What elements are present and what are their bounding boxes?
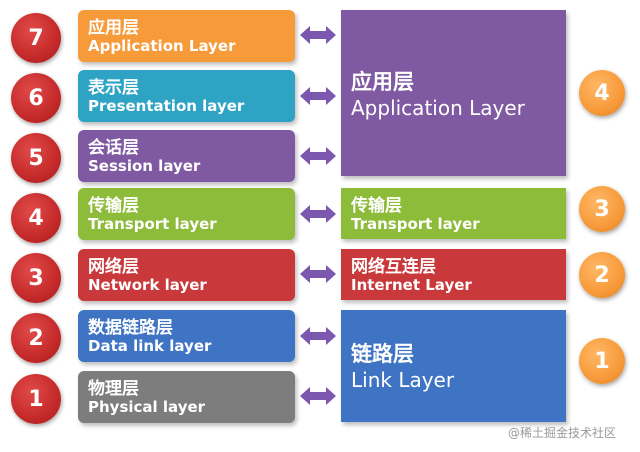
osi-layer-session: 会话层 Session layer: [78, 130, 295, 182]
layer-name-zh: 数据链路层: [88, 318, 173, 338]
layer-name-en: Transport layer: [351, 215, 480, 233]
tcpip-layer-4-number: 4: [579, 70, 625, 116]
double-arrow-icon: [300, 386, 336, 406]
osi-layer-application: 应用层 Application Layer: [78, 10, 295, 62]
osi-layer-presentation: 表示层 Presentation layer: [78, 70, 295, 122]
osi-layer-7-number: 7: [11, 13, 61, 63]
tcpip-layer-transport: 传输层 Transport layer: [341, 188, 566, 239]
double-arrow-icon: [300, 25, 336, 45]
layer-name-en: Network layer: [88, 276, 207, 294]
layer-name-zh: 应用层: [88, 18, 139, 38]
double-arrow-icon: [300, 204, 336, 224]
osi-layer-2-number: 2: [11, 313, 61, 363]
osi-layer-5-number: 5: [11, 133, 61, 183]
double-arrow-icon: [300, 326, 336, 346]
osi-layer-3-number: 3: [11, 253, 61, 303]
osi-layer-data-link: 数据链路层 Data link layer: [78, 310, 295, 362]
tcpip-layer-3-number: 3: [579, 186, 625, 232]
layer-name-en: Session layer: [88, 157, 201, 175]
layer-name-en: Link Layer: [351, 368, 455, 392]
layer-name-en: Application Layer: [88, 37, 236, 55]
double-arrow-icon: [300, 146, 336, 166]
layer-name-zh: 应用层: [351, 70, 414, 94]
tcpip-layer-2-number: 2: [579, 252, 625, 298]
osi-layer-1-number: 1: [11, 374, 61, 424]
layer-name-zh: 传输层: [88, 196, 139, 216]
layer-name-en: Transport layer: [88, 215, 217, 233]
double-arrow-icon: [300, 86, 336, 106]
layer-name-en: Presentation layer: [88, 97, 245, 115]
tcpip-layer-1-number: 1: [579, 338, 625, 384]
double-arrow-icon: [300, 264, 336, 284]
layer-name-en: Physical layer: [88, 398, 206, 416]
watermark: @稀土掘金技术社区: [508, 426, 617, 440]
osi-layer-6-number: 6: [11, 73, 61, 123]
layer-name-zh: 网络互连层: [351, 257, 436, 277]
osi-layer-4-number: 4: [11, 193, 61, 243]
tcpip-layer-link: 链路层 Link Layer: [341, 310, 566, 422]
layer-name-zh: 表示层: [88, 78, 139, 98]
osi-layer-transport: 传输层 Transport layer: [78, 188, 295, 240]
layer-name-en: Internet Layer: [351, 276, 472, 294]
layer-name-zh: 链路层: [351, 342, 414, 366]
layer-name-zh: 网络层: [88, 257, 139, 277]
tcpip-layer-application: 应用层 Application Layer: [341, 10, 566, 176]
layer-name-en: Data link layer: [88, 337, 212, 355]
osi-layer-physical: 物理层 Physical layer: [78, 371, 295, 423]
tcpip-layer-internet: 网络互连层 Internet Layer: [341, 249, 566, 300]
layer-name-en: Application Layer: [351, 96, 525, 120]
layer-name-zh: 传输层: [351, 196, 402, 216]
layer-name-zh: 会话层: [88, 138, 139, 158]
osi-layer-network: 网络层 Network layer: [78, 249, 295, 301]
layer-name-zh: 物理层: [88, 379, 139, 399]
